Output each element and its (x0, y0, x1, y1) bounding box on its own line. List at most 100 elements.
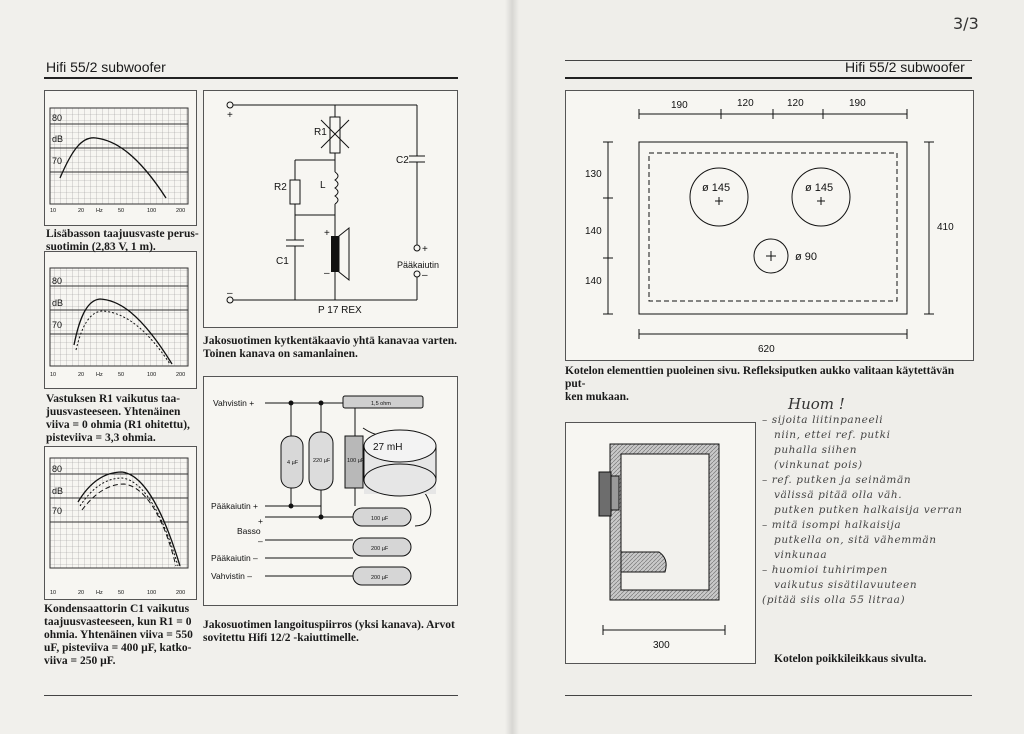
wiring-amp-minus: Vahvistin – (211, 571, 252, 581)
wiring-cap-a: 4 µF (287, 460, 299, 466)
g1-y70: 70 (52, 156, 62, 166)
note-line: – sijoita liitinpaneeli (762, 414, 884, 426)
main-minus: – (422, 270, 428, 281)
wiring-cap-e: 200 µF (371, 546, 389, 552)
schematic-caption-line2: Toinen kanava on samanlainen. (203, 348, 358, 360)
note-line: puhalla siihen (774, 444, 858, 456)
g1-y80: 80 (52, 113, 62, 123)
wiring-caption-line2: sovitettu Hifi 12/2 -kaiuttimelle. (203, 632, 359, 644)
schematic-caption-line1: Jakosuotimen kytkentäkaavio yhtä kanavaa… (203, 335, 457, 347)
wiring-cap-b: 220 µF (313, 458, 331, 464)
left-footer-rule (44, 695, 458, 696)
page-number: 3/3 (953, 14, 979, 33)
g2-y80: 80 (52, 276, 62, 286)
dim-top-2: 120 (737, 98, 754, 109)
note-line: (vinkunat pois) (774, 459, 863, 471)
note-line: – ref. putken ja seinämän (762, 474, 912, 486)
wiring-resistor: 1,5 ohm (371, 401, 391, 407)
g2-x20: 20 (78, 372, 84, 378)
woofer-plus: + (324, 228, 330, 239)
graph3 (49, 457, 189, 569)
graph1-caption-line1: Lisäbasson taajuusvaste perus- (46, 228, 199, 240)
hole2-label: ø 145 (805, 182, 833, 194)
wiring-caption: Jakosuotimen langoituspiirros (yksi kana… (203, 619, 461, 645)
g2-y70: 70 (52, 320, 62, 330)
g1-x50: 50 (118, 208, 124, 214)
graph3-caption-line1: Kondensaattorin C1 vaikutus (44, 603, 190, 615)
dim-left-3: 140 (585, 276, 602, 287)
note-line: välissä pitää olla väh. (774, 489, 903, 501)
g3-x200: 200 (176, 590, 185, 596)
schematic-plus: + (227, 110, 233, 121)
dim-bottom: 620 (758, 344, 775, 355)
g2-x10: 10 (50, 372, 56, 378)
g3-xhz: Hz (96, 590, 103, 596)
wiring-bass-plus: + (258, 516, 263, 526)
wiring-amp-plus: Vahvistin + (213, 398, 254, 408)
label-r1: R1 (314, 127, 327, 138)
right-header-rule (565, 77, 972, 79)
dim-left-1: 130 (585, 169, 602, 180)
g2-x50: 50 (118, 372, 124, 378)
label-c2: C2 (396, 155, 409, 166)
note-line: niin, ettei ref. putki (774, 429, 891, 441)
right-top-rule (565, 60, 972, 61)
graph2-caption-line3: viiva = 0 ohmia (R1 ohitettu), (46, 419, 190, 431)
wiring-cap-d: 100 µF (371, 516, 389, 522)
g1-ydb: dB (52, 134, 63, 144)
front-panel-drawing: 190 120 120 190 130 140 140 410 620 ø 14… (585, 98, 954, 355)
note-line: putken putken halkaisija verran (774, 504, 963, 516)
dim-top-1: 190 (671, 100, 688, 111)
front-caption-line1: Kotelon elementtien puoleinen sivu. Refl… (565, 365, 955, 390)
right-header-title: Hifi 55/2 subwoofer (845, 59, 965, 75)
page-gutter (505, 0, 519, 734)
section-caption: Kotelon poikkileikkaus sivulta. (774, 653, 927, 665)
dim-right: 410 (937, 222, 954, 233)
front-caption-line2: ken mukaan. (565, 391, 629, 403)
g3-x50: 50 (118, 590, 124, 596)
g1-x10: 10 (50, 208, 56, 214)
wiring-caption-line1: Jakosuotimen langoituspiirros (yksi kana… (203, 619, 455, 631)
graph3-caption-line5: viiva = 250 µF. (44, 655, 116, 667)
right-footer-rule (565, 695, 972, 696)
section-dim: 300 (653, 640, 670, 651)
g1-x200: 200 (176, 208, 185, 214)
note-line: – mitä isompi halkaisija (762, 519, 902, 531)
graph2-caption-line1: Vastuksen R1 vaikutus taa- (46, 393, 181, 405)
schematic-caption: Jakosuotimen kytkentäkaavio yhtä kanavaa… (203, 335, 459, 361)
notes-title: Huom ! (788, 395, 845, 413)
wiring-diagram: Vahvistin + Pääkaiutin + + Basso – Pääka… (211, 395, 437, 586)
wiring-bass: Basso (237, 526, 261, 536)
dim-left-2: 140 (585, 226, 602, 237)
wiring-cap-f: 200 µF (371, 575, 389, 581)
left-header-rule (44, 77, 458, 79)
graph3-caption: Kondensaattorin C1 vaikutus taajuusvaste… (44, 603, 202, 668)
dim-top-3: 120 (787, 98, 804, 109)
wiring-main-plus: Pääkaiutin + (211, 501, 258, 511)
wiring-cap-c: 100 µF (347, 458, 365, 464)
g3-ydb: dB (52, 486, 63, 496)
label-l: L (320, 180, 326, 191)
label-c1: C1 (276, 256, 289, 267)
graph2 (49, 267, 189, 367)
handwritten-notes: Huom ! – sijoita liitinpaneeli niin, ett… (762, 395, 1014, 608)
note-line: vaikutus sisätilavuuteen (774, 579, 918, 591)
note-line: – huomioi tuhirimpen (762, 564, 888, 576)
schematic-diagram: + – R1 R2 L C1 C2 + – + – Pääkaiutin P 1… (226, 101, 439, 316)
wiring-main-minus: Pääkaiutin – (211, 553, 258, 563)
graph3-caption-line4: uF, pisteviiva = 400 µF, katko- (44, 642, 192, 654)
left-header-title: Hifi 55/2 subwoofer (46, 59, 166, 75)
note-line: (pitää siis olla 55 litraa) (762, 594, 906, 606)
wiring-coil: 27 mH (373, 442, 402, 453)
g2-x200: 200 (176, 372, 185, 378)
graph1-caption: Lisäbasson taajuusvaste perus- suotimin … (46, 228, 201, 254)
graph2-caption-line4: pisteviiva = 3,3 ohmia. (46, 432, 156, 444)
schematic-minus: – (227, 288, 233, 299)
g3-y70: 70 (52, 506, 62, 516)
hole3-label: ø 90 (795, 251, 817, 263)
graph1 (49, 107, 189, 205)
g2-xhz: Hz (96, 372, 103, 378)
g3-y80: 80 (52, 464, 62, 474)
graph2-caption: Vastuksen R1 vaikutus taa- juusvasteesee… (46, 393, 201, 445)
